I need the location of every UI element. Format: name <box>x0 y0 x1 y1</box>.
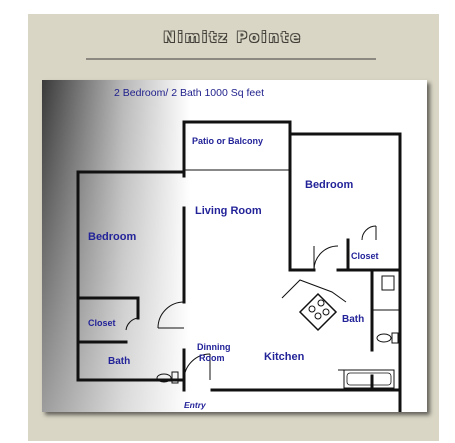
stove-icon <box>298 292 338 332</box>
floor-plan: 2 Bedroom/ 2 Bath 1000 Sq feet <box>42 80 402 412</box>
bathtub-inner <box>346 372 392 386</box>
entry-door-swing <box>183 353 211 381</box>
right-bedroom-door-swing <box>313 245 339 271</box>
closet-right-label: Closet <box>351 251 379 261</box>
right-closet-door-swing <box>361 225 377 241</box>
right-outer-wall <box>288 132 402 412</box>
title-underline <box>86 58 376 60</box>
right-bedroom-left-wall <box>288 168 316 272</box>
left-bath-door-swing <box>157 301 185 329</box>
shading-fade <box>42 80 190 412</box>
living-room-label: Living Room <box>195 205 262 217</box>
entry-label: Entry <box>184 400 207 410</box>
bedroom-right-label: Bedroom <box>305 179 354 191</box>
dining-label-line1: Dinning <box>197 342 231 352</box>
floor-plan-sheet: 2 Bedroom/ 2 Bath 1000 Sq feet <box>42 80 427 412</box>
property-title: Nimitz Pointe <box>163 30 303 46</box>
bedroom-left-label: Bedroom <box>88 231 137 243</box>
left-closet-door-swing <box>125 317 139 331</box>
bathtub-icon <box>343 369 395 389</box>
bath-right-label: Bath <box>342 314 364 325</box>
dining-label-line2: Room <box>199 353 225 363</box>
bath-left-label: Bath <box>108 356 130 367</box>
right-toilet-icon <box>376 332 399 344</box>
closet-left-label: Closet <box>88 318 116 328</box>
kitchen-counter <box>281 279 347 303</box>
plan-header: 2 Bedroom/ 2 Bath 1000 Sq feet <box>114 87 264 99</box>
right-closet-wall <box>346 238 402 272</box>
left-toilet-icon <box>156 371 179 384</box>
kitchen-label: Kitchen <box>264 351 305 363</box>
right-bath-sink-icon <box>381 275 395 291</box>
patio-label: Patio or Balcony <box>192 136 263 146</box>
door-swings <box>125 225 377 381</box>
brochure-frame: Nimitz Pointe 2 Bedroom/ 2 Bath 1000 Sq … <box>28 14 439 441</box>
